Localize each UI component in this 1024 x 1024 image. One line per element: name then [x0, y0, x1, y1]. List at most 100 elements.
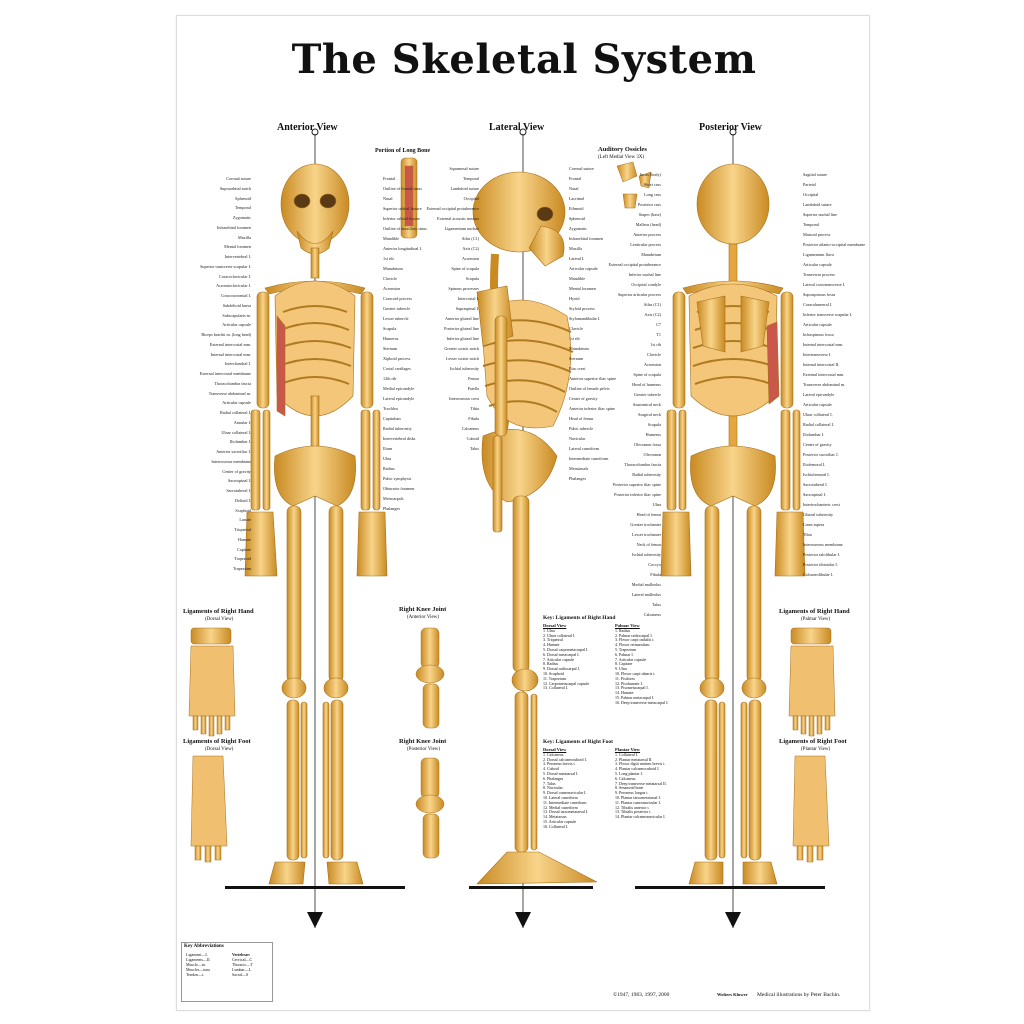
foot-ligament-key: Key: Ligaments of Right Foot Dorsal View… — [543, 739, 733, 828]
anatomy-label: Capitulum — [383, 416, 401, 421]
anatomy-label: Sacrospinal I. — [803, 492, 827, 497]
anatomy-label: Clavicle — [569, 326, 583, 331]
anatomy-label: Humerus — [383, 336, 399, 341]
anatomy-label: Acromion — [383, 286, 400, 291]
anatomy-label: Subscapularis m. — [222, 312, 251, 318]
posterior-view-title: Posterior View — [699, 122, 762, 133]
anatomy-label: Cuboid — [466, 436, 479, 441]
anatomy-label: Subdeltoid bursa — [222, 302, 251, 308]
anatomy-label: Coccyx — [648, 562, 661, 567]
anatomy-label: Intertrochanteric crest — [803, 502, 840, 507]
anatomy-label: Center of gravity — [803, 442, 832, 447]
anatomy-label: Thoracolumbar fascia — [624, 462, 661, 467]
anatomy-label: Inferior orbital fissure — [383, 216, 420, 221]
abbreviation-key-title: Key Abbreviations — [184, 944, 224, 949]
hand-ligament-key: Key: Ligaments of Right Hand Dorsal View… — [543, 615, 733, 704]
ligament-key-item: 2. Dorsal calcaneocuboid I. — [543, 756, 587, 762]
anatomy-label: Articular capsule — [222, 400, 251, 406]
anatomy-label: Interosseous crest — [449, 396, 479, 401]
anatomy-label: Xiphoid process — [383, 356, 411, 361]
anatomy-label: Calcaneofibular I. — [803, 572, 834, 577]
anatomy-label: Greater tubercle — [633, 392, 661, 397]
anatomy-label: Nasal — [569, 186, 579, 191]
anatomy-label: Talus — [469, 446, 479, 451]
anatomy-label: C7 — [656, 322, 661, 327]
anatomy-label: Spine of scapula — [633, 372, 661, 377]
anatomy-label: External occipital protuberance — [608, 262, 661, 267]
anatomy-label: Transverse abdominal m. — [208, 390, 251, 396]
anatomy-label: Fibula — [468, 416, 479, 421]
anatomy-label: Stapes (base) — [638, 212, 661, 217]
anatomy-label: Manubrium — [569, 346, 589, 351]
hand-key-palmar-header: Palmar View — [615, 623, 640, 628]
anatomy-label: Posterior inferior iliac spine — [614, 492, 661, 497]
anatomy-label: Supraspinal I. — [455, 306, 479, 311]
anatomy-label: Linea aspera — [803, 522, 825, 527]
ligament-key-item: 6. Dorsal metacarpal I. — [543, 651, 580, 657]
anatomy-label: Articular capsule — [803, 322, 832, 327]
anatomy-label: Mental foramen — [569, 286, 596, 291]
anatomy-label: Interchondral I. — [224, 361, 251, 367]
ossicles-title: Auditory Ossicles — [598, 146, 647, 153]
anatomy-label: Navicular — [569, 436, 586, 441]
skeleton-illustration — [188, 128, 836, 928]
anatomy-label: Lesser tubercle — [383, 316, 409, 321]
anatomy-label: Interosseous membrane — [803, 542, 843, 547]
anatomy-label: Inferior nuchal line — [628, 272, 661, 277]
anatomy-label: Ulnar collateral I. — [221, 429, 251, 435]
anatomy-label: Posterior tibiotalar I. — [803, 562, 838, 567]
anatomy-label: Long crus — [644, 192, 661, 197]
anatomy-label: Ulna — [652, 502, 661, 507]
anatomy-label: Surgical neck — [638, 412, 661, 417]
anatomy-label: Ulna — [383, 456, 392, 461]
anatomy-label: 12th rib — [383, 376, 397, 381]
anatomy-label: Superior orbital fissure — [383, 206, 422, 211]
ligament-key-item: 11. Pisiform — [615, 675, 635, 681]
anatomy-label: Temporal — [803, 222, 819, 227]
anatomy-label: Humerus — [645, 432, 661, 437]
anatomy-label: Posterior atlanto-occipital membrane — [803, 242, 866, 247]
anatomy-label: Greater trochanter — [630, 522, 661, 527]
ligament-key-item: 14. Hamate — [615, 690, 634, 696]
anatomy-label: Lateral epicondyle — [803, 392, 835, 397]
abbreviation-item: Ligaments—II. — [186, 957, 211, 962]
anatomy-label: Temporal — [235, 205, 251, 211]
anatomy-label: Sphenoid — [235, 195, 251, 201]
anatomy-label: Inferior gluteal line — [446, 336, 479, 341]
anatomy-label: Greater sciatic notch — [444, 346, 479, 351]
anatomy-label: Fibula — [650, 572, 661, 577]
ligament-key-item: 13. Collateral I. — [543, 685, 569, 691]
ligament-key-item: 13. Dorsal tarsometatarsal I. — [543, 809, 589, 815]
anatomy-label: Mental foramen — [224, 244, 251, 250]
anatomy-label: Center of gravity — [569, 396, 598, 401]
ligament-key-item: 14. Metatarsus — [543, 814, 567, 820]
anatomy-label: Coracoacromial I. — [220, 293, 251, 299]
anatomy-label: Short crus — [643, 182, 661, 187]
anatomy-label: Lateral epicondyle — [383, 396, 415, 401]
anatomy-label: T1 — [656, 332, 661, 337]
posterior-skeleton — [660, 163, 806, 885]
anatomy-label: Anterior gluteal line — [445, 316, 479, 321]
anatomy-label: Talus — [651, 602, 661, 607]
foot-key-title: Key: Ligaments of Right Foot — [543, 739, 613, 745]
anatomy-label: Lateral costotransverse I. — [803, 282, 846, 287]
knee-posterior-subtitle: (Posterior View) — [407, 747, 441, 752]
foot-key-plantar-header: Plantar View — [615, 747, 641, 752]
anatomy-label: Annular I. — [233, 419, 251, 425]
foot-key-plantar-column: Plantar View 1. Collateral I.2. Plantar … — [615, 747, 667, 820]
anatomy-label: Maxilla — [237, 234, 251, 240]
anatomy-label: Lateral I. — [569, 256, 585, 261]
anatomy-label: Anatomical neck — [632, 402, 662, 407]
ligament-key-item: 12. Tibialis anterior t. — [615, 804, 650, 810]
anatomy-label: Ischial tuberosity — [632, 552, 661, 557]
knee-posterior-inset — [415, 757, 445, 859]
ligament-key-item: 13. Pisometacarpal I. — [615, 685, 649, 691]
ligament-key-item: 7. Articular capsule — [543, 656, 575, 662]
hand-key-dorsal-header: Dorsal View — [543, 623, 567, 628]
anatomy-label: Temporal — [463, 176, 479, 181]
anatomy-label: Ischial tuberosity — [450, 366, 479, 371]
anatomy-label: Hyoid — [569, 296, 580, 301]
abbreviation-item: Lumbar—L — [232, 967, 252, 972]
anatomy-label: Sternum — [569, 356, 584, 361]
